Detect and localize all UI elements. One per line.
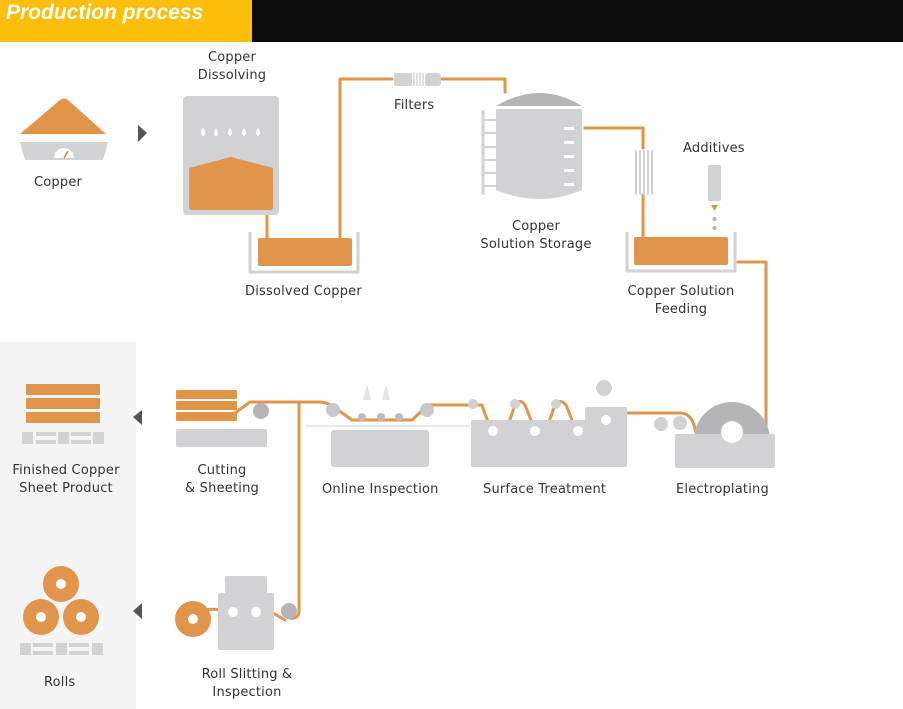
dissolver-icon [183,96,279,215]
label-finished-sheet-product: Finished Copper Sheet Product [6,462,126,498]
label-line: Copper Solution [627,284,735,299]
label-line: Feeding [654,302,708,317]
label-copper-dissolving: Copper Dissolving [196,49,268,85]
arrow-left-icon [133,410,142,425]
label-line: Sheet Product [19,481,113,496]
pipe-feeding-to-electroplating [736,260,768,442]
label-copper-solution-feeding: Copper Solution Feeding [622,283,740,319]
label-copper: Copper [34,175,83,190]
label-copper-solution-storage: Copper Solution Storage [474,218,598,254]
label-line: & Sheeting [185,481,259,496]
online-inspection-icon [305,384,470,467]
label-line: Dissolving [197,68,267,83]
label-dissolved-copper: Dissolved Copper [245,284,362,299]
dissolved-copper-tank-icon [248,232,360,274]
label-rolls: Rolls [44,675,76,690]
pipe-tank-to-filters [338,77,394,242]
filter-vertical-icon [635,150,653,195]
label-line: Cutting [197,463,247,478]
label-surface-treatment: Surface Treatment [483,482,607,497]
storage-tank-icon [481,93,582,199]
finished-sheet-icon [22,384,104,444]
label-line: Copper [511,219,561,234]
pipe-main-to-roll-slitting [287,400,301,620]
cutting-sheeting-icon [176,390,269,447]
copper-foil-strip-main [233,400,700,442]
label-roll-slitting: Roll Slitting & Inspection [192,666,302,702]
copper-pile-icon [20,98,108,160]
header-bar: Production process [0,0,903,42]
additives-dispenser-icon [708,165,721,230]
label-line: Copper [207,50,257,65]
label-cutting-sheeting: Cutting & Sheeting [180,462,264,498]
page-title: Production process [0,0,252,42]
label-additives: Additives [683,141,745,156]
arrow-left-icon-2 [133,603,142,619]
label-filters: Filters [394,98,435,113]
filter-icon [394,73,441,86]
surface-treatment-icon [468,380,627,467]
scale-gauge-icon [54,148,74,158]
label-line: Roll Slitting & [201,667,293,682]
label-line: Inspection [212,685,282,700]
roll-slitting-icon [175,576,297,650]
label-online-inspection: Online Inspection [322,482,439,497]
label-electroplating: Electroplating [676,482,769,497]
arrow-right-icon [138,125,147,142]
electroplating-drum-icon [654,402,775,468]
pipe-filters-to-storage [438,77,507,94]
label-line: Finished Copper [12,463,120,478]
rolls-icon [20,566,103,655]
pipe-storage-to-filter2 [583,126,645,150]
feeding-tank-icon [625,232,737,273]
label-line: Solution Storage [480,237,592,252]
